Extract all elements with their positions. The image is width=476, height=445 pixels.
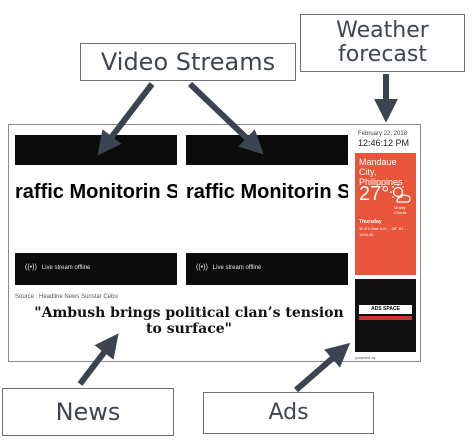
video-stream-1: raffic Monitorin System ((•)) Live stream… [15, 135, 177, 285]
ads-banner-strip [359, 316, 412, 320]
broadcast-icon: ((•)) [25, 264, 37, 271]
arrow-news [77, 333, 119, 386]
news-source: Source : Headline News Sunstar Cebu [15, 294, 118, 300]
stream-title: raffic Monitorin System [15, 181, 177, 203]
stream-status: ((•)) Live stream offline [25, 264, 90, 271]
date-label: February 22, 2018 [358, 131, 408, 137]
video-streams-callout: Video Streams [80, 43, 296, 81]
weather-details: 30 8.2 Max h N ... 26° 81 ... 1009.48 [359, 226, 408, 237]
video-stream-2: raffic Monitorin System ((•)) Live stream… [186, 135, 348, 285]
stream-top-bar [186, 135, 348, 165]
weather-day: Thursday [359, 219, 382, 225]
news-headline: "Ambush brings political clan’s tension … [34, 305, 344, 337]
time-label: 12:46:12 PM [358, 138, 410, 148]
arrow-video-right [187, 81, 264, 155]
weather-condition: Mostly Clouds [394, 205, 407, 215]
signage-screen: raffic Monitorin System ((•)) Live stream… [8, 124, 421, 362]
weather-card: Mandaue City, Philippines 27° Mostly Clo… [355, 153, 416, 275]
stream-top-bar [15, 135, 177, 165]
broadcast-icon: ((•)) [196, 264, 208, 271]
stream-status-label: Live stream offline [212, 265, 262, 271]
stream-status: ((•)) Live stream offline [196, 264, 261, 271]
news-callout: News [2, 388, 174, 436]
stream-bottom-bar: ((•)) Live stream offline [15, 253, 177, 285]
stream-status-label: Live stream offline [41, 265, 91, 271]
stream-title: raffic Monitorin System [186, 181, 348, 203]
ads-panel: ADS SPACE [355, 279, 416, 352]
ads-space-label: ADS SPACE [359, 305, 412, 314]
powered-by-label: powered by [355, 355, 376, 360]
arrow-video-left [97, 82, 155, 156]
partly-cloudy-icon [390, 184, 411, 203]
weather-city: Mandaue City, Philippines [359, 157, 403, 187]
arrow-ads [294, 342, 351, 393]
weather-forecast-callout: Weather forecast [300, 14, 465, 72]
ads-callout: Ads [203, 392, 374, 434]
weather-temperature: 27° [359, 183, 390, 205]
stream-bottom-bar: ((•)) Live stream offline [186, 253, 348, 285]
